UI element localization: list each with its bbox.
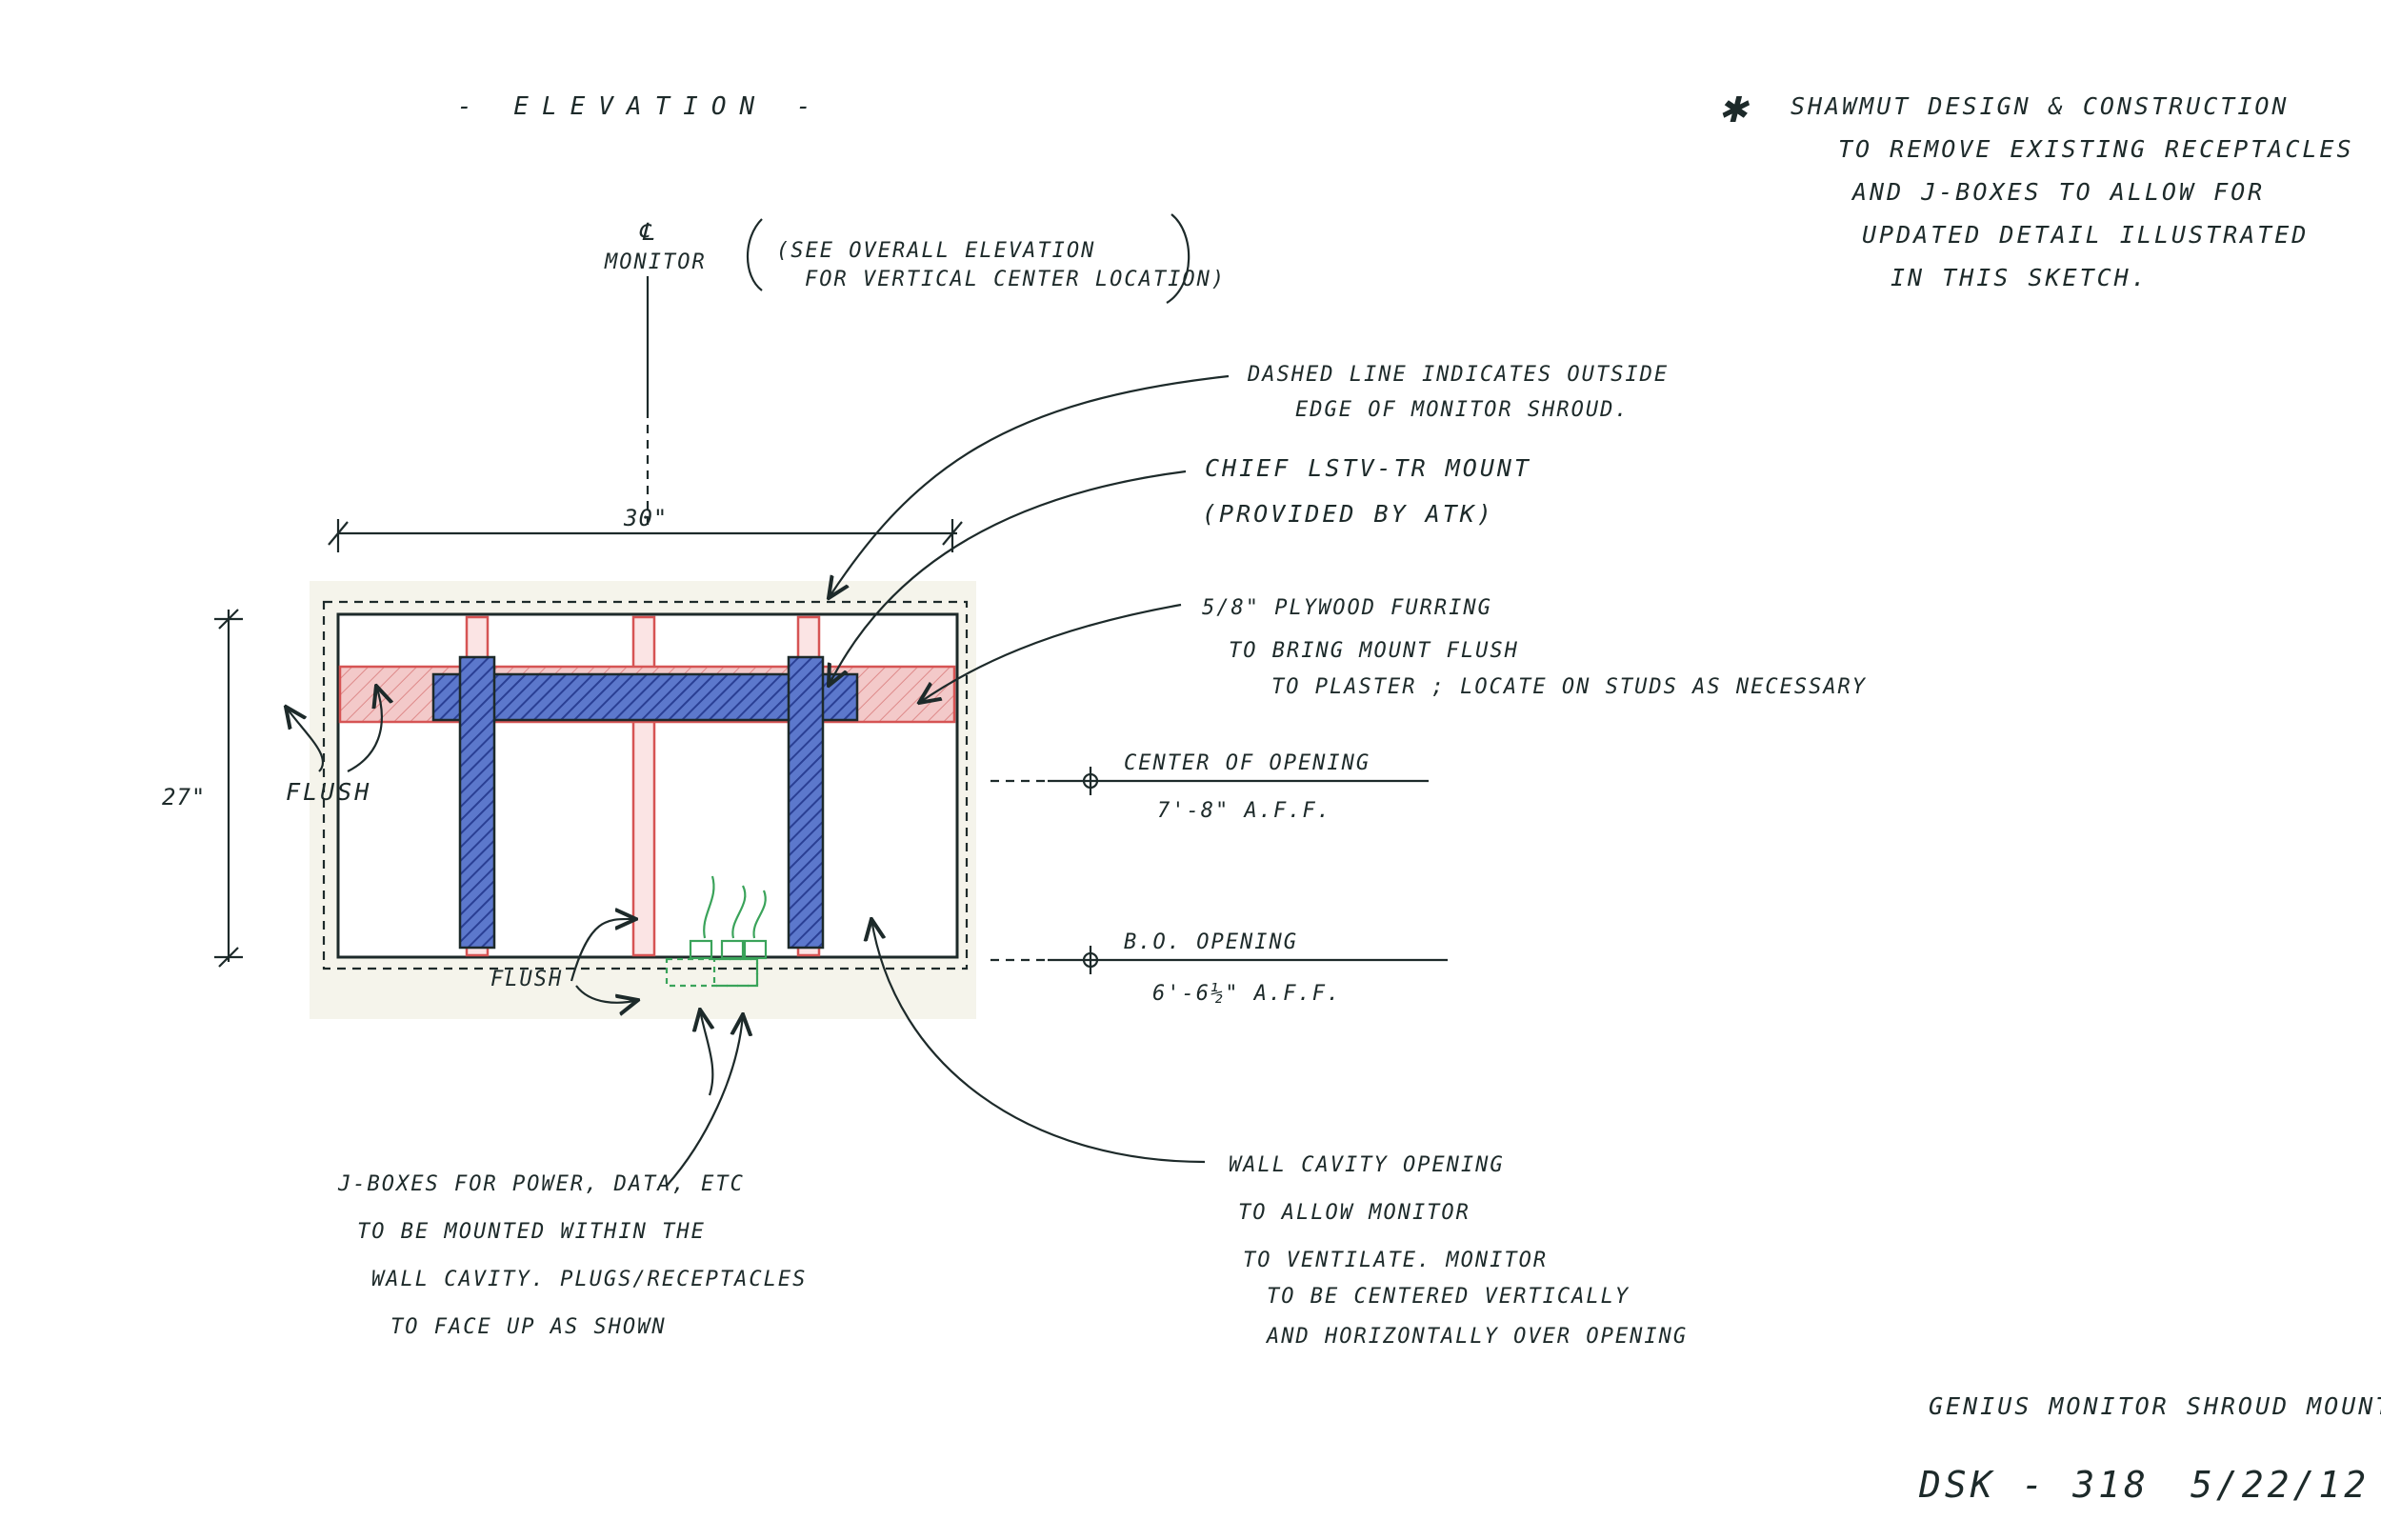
general-note-line-4: UPDATED DETAIL ILLUSTRATED — [1862, 221, 2309, 249]
level-label: B.O. OPENING — [1124, 930, 1298, 954]
mount-rail — [431, 672, 859, 722]
width-dimension-label: 30" — [623, 505, 668, 531]
general-note-line-2: TO REMOVE EXISTING RECEPTACLES — [1838, 135, 2354, 163]
callout-line: 5/8" PLYWOOD FURRING — [1202, 596, 1492, 620]
callout-jboxes: J-BOXES FOR POWER, DATA, ETC TO BE MOUNT… — [337, 1010, 807, 1339]
general-note-line-3: AND J-BOXES TO ALLOW FOR — [1851, 178, 2265, 206]
monitor-centerline: ℄ MONITOR (SEE OVERALL ELEVATION FOR VER… — [604, 213, 1226, 529]
chief-mount — [431, 655, 859, 950]
mount-arm-left — [458, 655, 496, 950]
drawing-name: GENIUS MONITOR SHROUD MOUNT — [1929, 1392, 2381, 1420]
callout-wall-cavity: WALL CAVITY OPENING TO ALLOW MONITOR TO … — [871, 919, 1688, 1349]
monitor-shroud-outline — [322, 600, 969, 970]
level-bottom-of-opening: B.O. OPENING 6'-6½" A.F.F. — [990, 930, 1448, 1006]
mount-arm-right — [787, 655, 825, 950]
general-note-line-1: SHAWMUT DESIGN & CONSTRUCTION — [1791, 92, 2290, 120]
drawing-date: 5/22/12 — [2191, 1464, 2370, 1506]
height-dimension: 27" — [162, 609, 243, 968]
title-block: GENIUS MONITOR SHROUD MOUNT DSK - 318 5/… — [1918, 1392, 2381, 1506]
centerline-symbol: ℄ — [638, 218, 656, 246]
level-center-of-opening: CENTER OF OPENING 7'-8" A.F.F. — [990, 751, 1429, 823]
width-dimension: 30" — [328, 505, 963, 552]
jbox-2 — [712, 957, 759, 988]
callout-mount: CHIEF LSTV-TR MOUNT (PROVIDED BY ATK) — [829, 454, 1531, 686]
level-value: 7'-8" A.F.F. — [1157, 799, 1331, 823]
callout-line: DASHED LINE INDICATES OUTSIDE — [1247, 363, 1669, 387]
callout-line: TO ALLOW MONITOR — [1238, 1201, 1471, 1225]
level-value: 6'-6½" A.F.F. — [1152, 982, 1341, 1006]
general-note: ✱ SHAWMUT DESIGN & CONSTRUCTION TO REMOV… — [1719, 80, 2354, 291]
jboxes — [665, 875, 768, 988]
callout-line: WALL CAVITY. PLUGS/RECEPTACLES — [371, 1268, 807, 1291]
callout-dashed-line: DASHED LINE INDICATES OUTSIDE EDGE OF MO… — [829, 363, 1669, 598]
sheet-number: DSK - 318 — [1918, 1464, 2150, 1506]
callout-line: WALL CAVITY OPENING — [1229, 1153, 1505, 1177]
callout-line: (PROVIDED BY ATK) — [1202, 500, 1494, 528]
callout-line: TO BRING MOUNT FLUSH — [1229, 639, 1519, 663]
callout-line: TO VENTILATE. MONITOR — [1243, 1249, 1548, 1272]
callout-furring: 5/8" PLYWOOD FURRING TO BRING MOUNT FLUS… — [919, 596, 1867, 703]
height-dimension-label: 27" — [162, 784, 206, 810]
flush-label-lower: FLUSH — [490, 968, 563, 991]
callout-line: EDGE OF MONITOR SHROUD. — [1295, 398, 1630, 422]
sketch-title: - ELEVATION - — [457, 92, 825, 121]
level-label: CENTER OF OPENING — [1124, 751, 1371, 775]
asterisk-icon: ✱ — [1719, 80, 1751, 133]
callout-line: TO FACE UP AS SHOWN — [390, 1315, 667, 1339]
centerline-label: MONITOR — [604, 250, 707, 274]
callout-line: J-BOXES FOR POWER, DATA, ETC — [337, 1172, 745, 1196]
centerline-note-line-1: (SEE OVERALL ELEVATION — [776, 239, 1095, 263]
centerline-note-line-2: FOR VERTICAL CENTER LOCATION) — [805, 268, 1226, 291]
callout-line: TO BE CENTERED VERTICALLY — [1267, 1285, 1630, 1309]
callout-line: TO PLASTER ; LOCATE ON STUDS AS NECESSAR… — [1271, 675, 1867, 699]
general-note-line-5: IN THIS SKETCH. — [1891, 264, 2149, 291]
flush-label-upper: FLUSH — [286, 778, 371, 806]
callout-line: CHIEF LSTV-TR MOUNT — [1205, 454, 1531, 482]
callout-line: AND HORIZONTALLY OVER OPENING — [1265, 1325, 1688, 1349]
jbox-1 — [665, 957, 759, 988]
callout-line: TO BE MOUNTED WITHIN THE — [357, 1220, 706, 1244]
